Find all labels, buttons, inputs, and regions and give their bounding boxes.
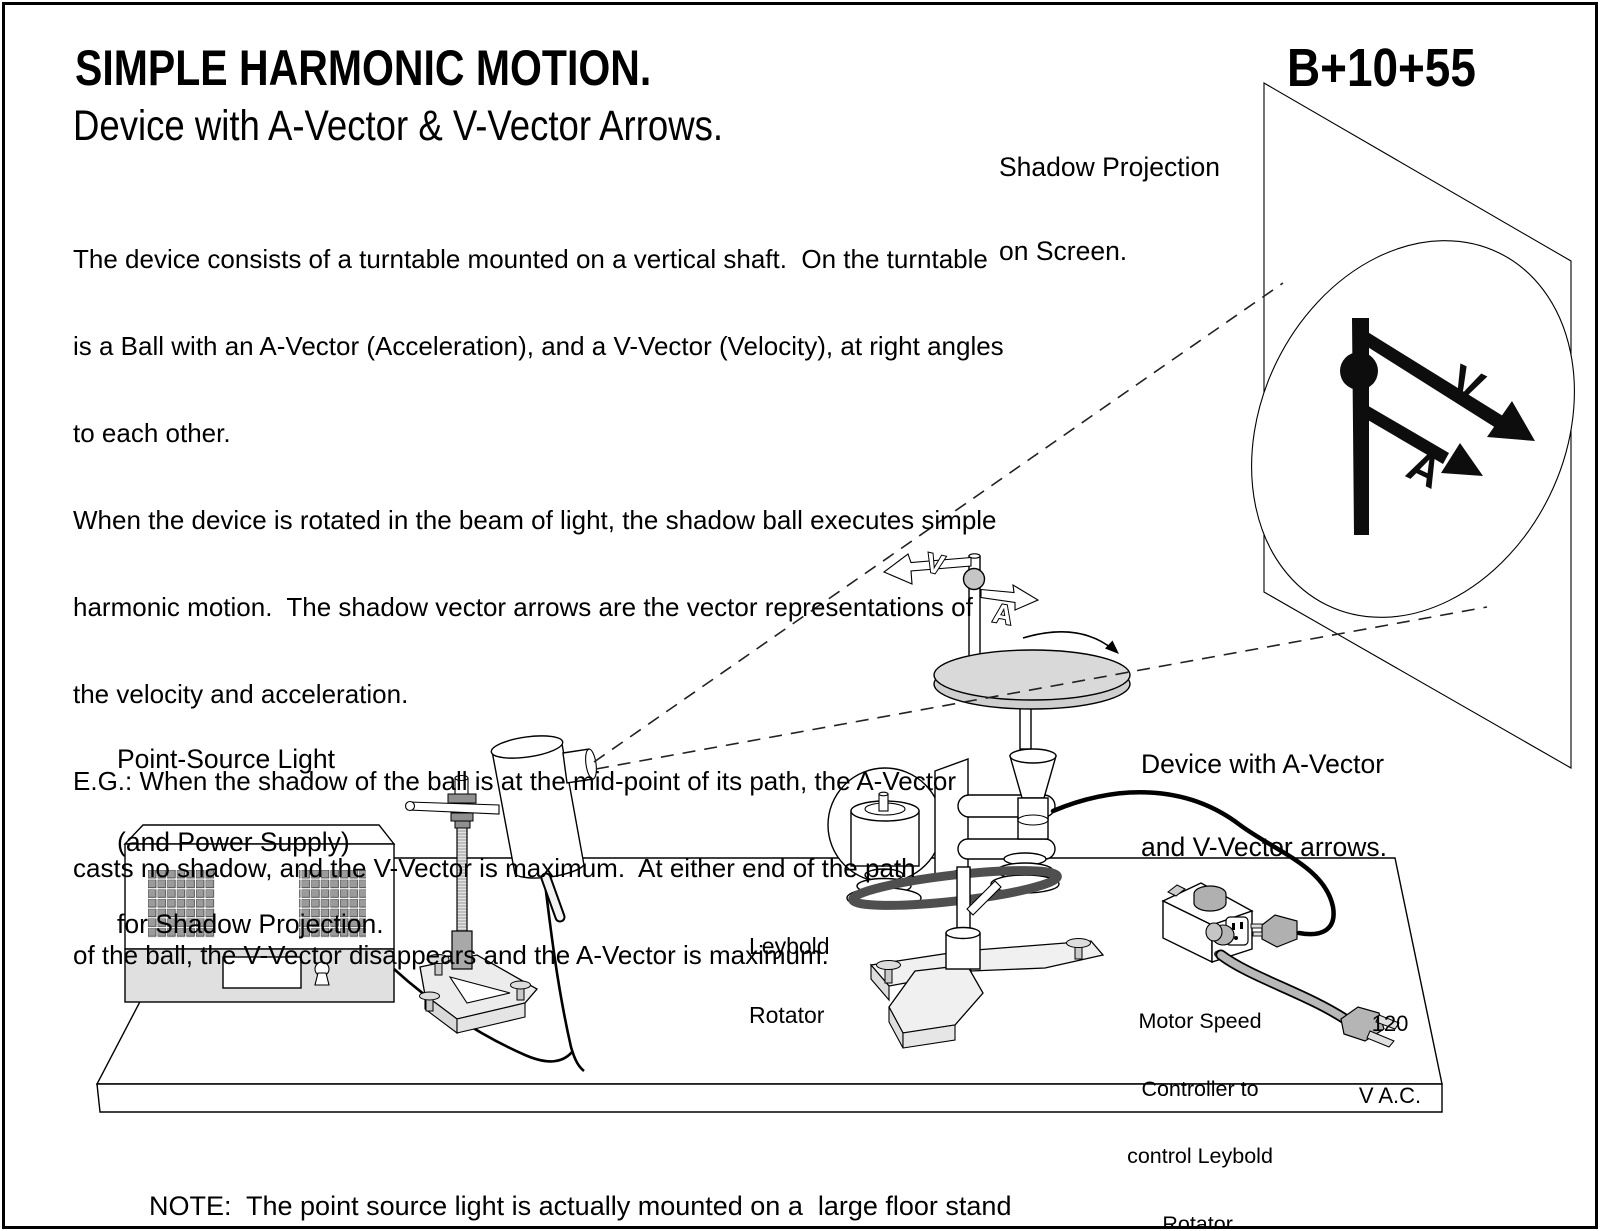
light-beam-lines — [593, 282, 1488, 770]
rotator-power-wire — [1050, 790, 1336, 937]
shadow-ball — [1340, 352, 1378, 390]
thumbscrew — [876, 960, 901, 984]
description-paragraph: The device consists of a turntable mount… — [73, 187, 1004, 999]
a-vector-arrow — [980, 583, 1040, 611]
lab-bench — [95, 857, 1443, 1113]
ball — [962, 567, 986, 591]
meter-window — [222, 956, 302, 989]
rotation-arrow — [1022, 631, 1116, 652]
v-vector-arrow — [882, 553, 972, 585]
shadow-a-arrowhead — [1441, 443, 1483, 476]
light-stand — [404, 774, 539, 1035]
note-text: NOTE: The point source light is actually… — [149, 1191, 1012, 1221]
description-line: When the device is rotated in the beam o… — [73, 505, 997, 535]
projection-screen — [1251, 82, 1575, 769]
power-supply-cord — [393, 968, 574, 1063]
page-subtitle: Device with A-Vector & V-Vector Arrows. — [73, 102, 724, 150]
wire-plug — [1261, 914, 1298, 948]
catalog-number: B+10+55 — [1287, 38, 1476, 98]
light-source-label: Point-Source Light (and Power Supply) fo… — [117, 744, 384, 939]
shadow-post — [1352, 318, 1369, 535]
device-label: Device with A-Vector and V-Vector arrows… — [1141, 749, 1387, 862]
speed-knob — [1193, 885, 1227, 912]
shadow-v-arrow-shaft — [1355, 326, 1503, 428]
lamp-cord — [543, 882, 585, 1073]
description-line: harmonic motion. The shadow vector arrow… — [73, 592, 973, 622]
page-title: SIMPLE HARMONIC MOTION. — [75, 40, 652, 96]
thumbscrew — [1066, 938, 1091, 960]
shadow-a-arrow-shaft — [1361, 404, 1449, 464]
description-line: is a Ball with an A-Vector (Acceleration… — [73, 331, 1004, 361]
description-line: E.G.: When the shadow of the ball is at … — [73, 766, 957, 796]
wall-plug — [1340, 1006, 1400, 1048]
shadow-image: V A — [1340, 318, 1535, 535]
upper-beam — [593, 282, 1284, 763]
rotator-label: Leybold Rotator — [749, 933, 830, 1028]
description-line: The device consists of a turntable mount… — [73, 244, 988, 274]
clamp-handle — [966, 880, 1002, 916]
controller-label: Motor Speed Controller to control Leybol… — [1127, 1009, 1273, 1229]
turntable-disc — [933, 649, 1131, 701]
keyhole-switch — [314, 961, 330, 986]
description-line: casts no shadow, and the V-Vector is max… — [73, 853, 916, 883]
thumbscrew — [426, 954, 450, 976]
shadow-projection-label: Shadow Projection on Screen. — [999, 152, 1220, 266]
motor-speed-controller — [1161, 882, 1400, 1048]
leybold-rotator — [827, 698, 1105, 1049]
toggle-switch — [1167, 884, 1186, 897]
thumbscrew — [419, 991, 440, 1012]
lower-beam — [595, 606, 1488, 770]
thumbscrew — [510, 980, 531, 1001]
description-line: the velocity and acceleration. — [73, 679, 409, 709]
point-source-lamp — [490, 735, 597, 923]
vent-grid-right — [299, 870, 366, 938]
apparatus-diagram: V A — [95, 82, 1575, 1113]
power-supply — [123, 824, 396, 1003]
shadow-v-arrowhead — [1487, 401, 1535, 441]
turntable-device: V A — [882, 546, 1131, 710]
line-cord — [1217, 951, 1349, 1023]
description-line: to each other. — [73, 418, 231, 448]
description-line: of the ball, the V-Vector disappears and… — [73, 940, 829, 970]
voltage-label: 120 V A.C. — [1358, 1011, 1422, 1108]
vent-grid-left — [148, 870, 215, 938]
